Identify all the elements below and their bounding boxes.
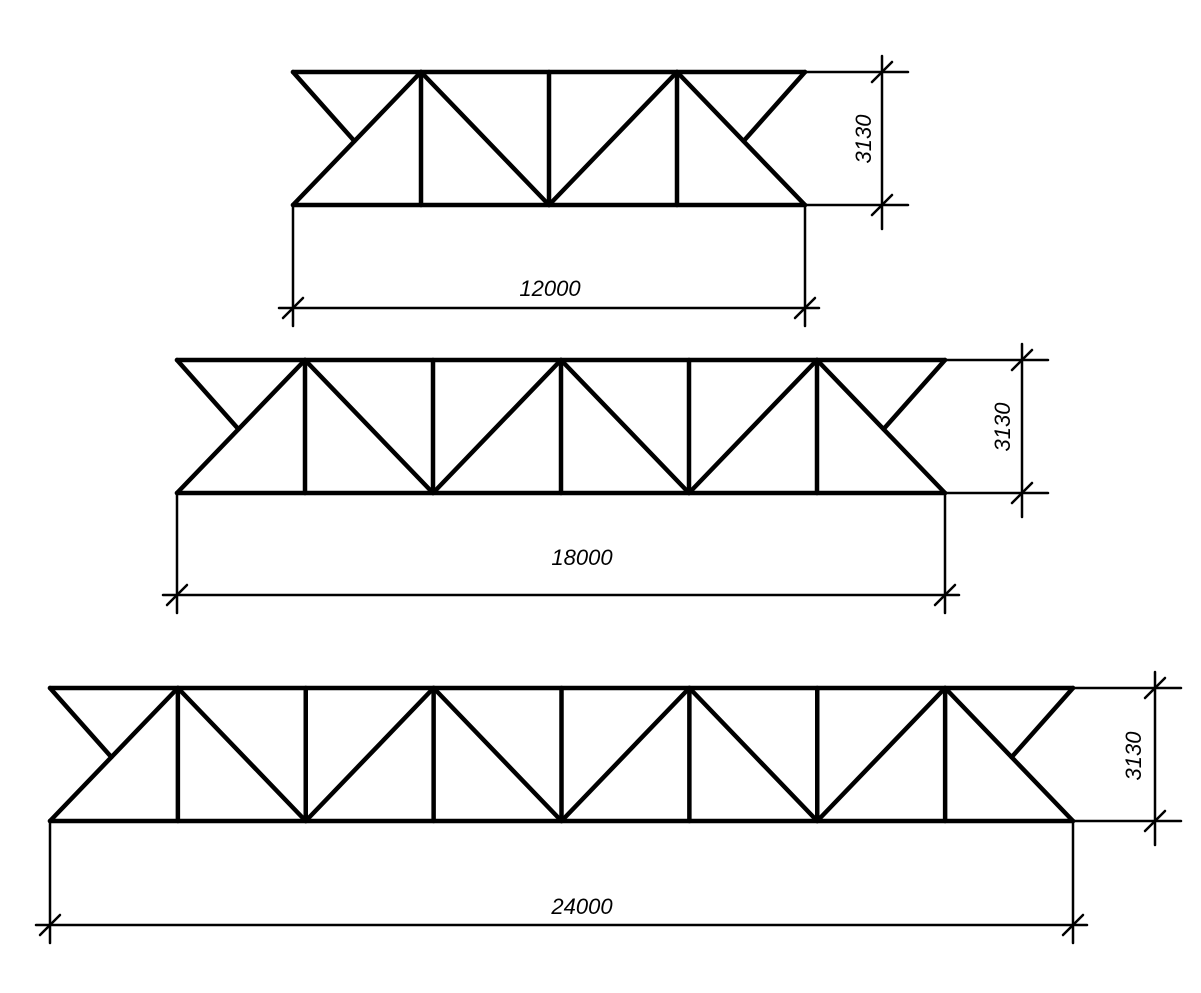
truss-18000: 18000 3130 bbox=[161, 342, 1050, 615]
web-diagonal bbox=[431, 685, 564, 824]
height-dimension-label: 3130 bbox=[990, 402, 1015, 452]
end-strut-left bbox=[290, 69, 357, 144]
web-diagonal bbox=[175, 685, 308, 824]
end-diagonal-right bbox=[942, 685, 1076, 824]
web-diagonal bbox=[546, 69, 680, 208]
end-strut-left bbox=[47, 685, 114, 760]
end-diagonal-left bbox=[47, 685, 181, 824]
web-diagonal bbox=[302, 357, 436, 496]
web-diagonal bbox=[687, 685, 820, 824]
web-diagonal bbox=[686, 357, 820, 496]
span-dimension-label: 12000 bbox=[519, 276, 581, 301]
end-strut-right bbox=[741, 69, 808, 144]
end-diagonal-left bbox=[290, 69, 424, 208]
end-strut-right bbox=[881, 357, 948, 432]
web-diagonal bbox=[418, 69, 552, 208]
end-diagonal-right bbox=[814, 357, 948, 496]
web-diagonal bbox=[815, 685, 948, 824]
end-strut-right bbox=[1009, 685, 1076, 760]
span-dimension-label: 18000 bbox=[551, 545, 613, 570]
end-diagonal-left bbox=[174, 357, 308, 496]
height-dimension-label: 3130 bbox=[851, 114, 876, 164]
end-diagonal-right bbox=[674, 69, 808, 208]
end-strut-left bbox=[174, 357, 241, 432]
web-diagonal bbox=[559, 685, 692, 824]
span-dimension-label: 24000 bbox=[550, 894, 613, 919]
truss-24000: 24000 3130 bbox=[34, 670, 1183, 945]
height-dimension-label: 3130 bbox=[1121, 731, 1146, 781]
web-diagonal bbox=[430, 357, 564, 496]
web-diagonal bbox=[303, 685, 436, 824]
web-diagonal bbox=[558, 357, 692, 496]
truss-12000: 12000 3130 bbox=[277, 54, 910, 328]
